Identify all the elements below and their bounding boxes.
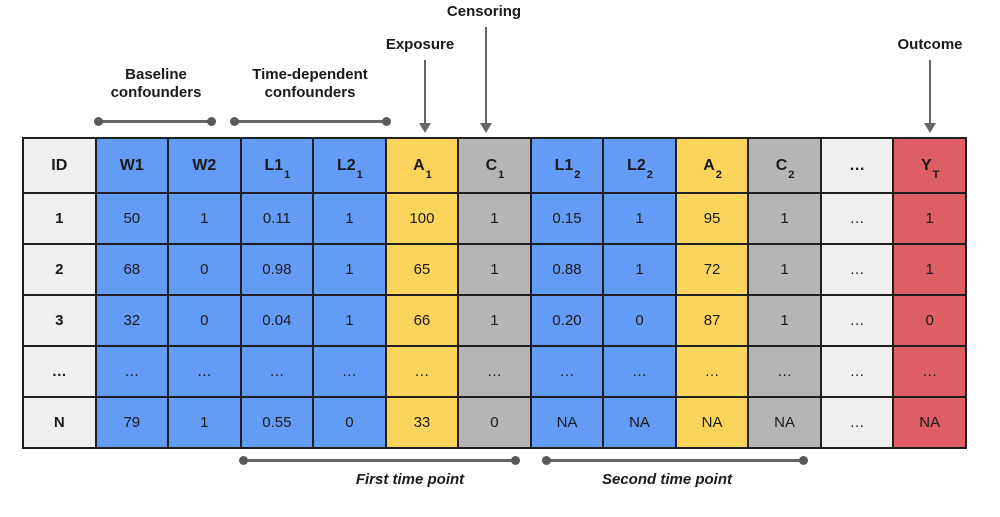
cell-w2-row1: 1 — [167, 192, 242, 245]
cell-w2-row2: 0 — [167, 243, 242, 296]
cell-w1-row3: 32 — [94, 294, 170, 347]
cell-c-1-row1: 1 — [457, 192, 532, 245]
cell-w1-row2: 68 — [94, 243, 170, 296]
cell-l1-2-row2: 0.88 — [529, 243, 605, 296]
cell-l2-2-row1: 1 — [602, 192, 677, 245]
cell-l1-1-row4: … — [239, 345, 315, 398]
cell-c-2-row2: 1 — [747, 243, 822, 296]
col-header-l1-2: L12 — [529, 137, 605, 194]
exposure-label: Exposure — [385, 36, 455, 53]
cell-a-2-row1: 95 — [674, 192, 750, 245]
cell-l2-1-row4: … — [312, 345, 387, 398]
first-time-point-bracket — [239, 456, 520, 465]
cell-c-1-row4: … — [457, 345, 532, 398]
cell-l2-1-row2: 1 — [312, 243, 387, 296]
cell-a-1-row4: … — [384, 345, 460, 398]
cell-l2-1-row3: 1 — [312, 294, 387, 347]
cell-w2-row4: … — [167, 345, 242, 398]
censoring-label: Censoring — [446, 3, 522, 20]
cell-a-2-row2: 72 — [674, 243, 750, 296]
col-header-a-2: A2 — [674, 137, 750, 194]
cell-a-1-row1: 100 — [384, 192, 460, 245]
baseline-confounders-label: Baseline confounders — [110, 66, 202, 101]
cell-a-2-row4: … — [674, 345, 750, 398]
cell-w2-row5: 1 — [167, 396, 242, 449]
cell-c-1-row5: 0 — [457, 396, 532, 449]
cell-y-t-row1: 1 — [892, 192, 967, 245]
cell-w1-row5: 79 — [94, 396, 170, 449]
cell-a-1-row2: 65 — [384, 243, 460, 296]
col-header-a-1: A1 — [384, 137, 460, 194]
baseline-confounders-bracket — [94, 117, 216, 126]
cell-l2-2-row3: 0 — [602, 294, 677, 347]
col-header-w1: W1 — [94, 137, 170, 194]
cell-y-t-row3: 0 — [892, 294, 967, 347]
col-header-l2-1: L21 — [312, 137, 387, 194]
col-header-w2: W2 — [167, 137, 242, 194]
cell-l1-2-row4: … — [529, 345, 605, 398]
col-header-c-2: C2 — [747, 137, 822, 194]
cell-c-2-row4: … — [747, 345, 822, 398]
cell-dots-row3: … — [819, 294, 895, 347]
cell-id-row4: … — [22, 345, 97, 398]
col-header-id: ID — [22, 137, 97, 194]
cell-w1-row1: 50 — [94, 192, 170, 245]
time-dependent-confounders-label: Time-dependent confounders — [252, 66, 368, 101]
cell-dots-row1: … — [819, 192, 895, 245]
cell-l1-1-row5: 0.55 — [239, 396, 315, 449]
outcome-label: Outcome — [897, 36, 963, 53]
cell-a-1-row3: 66 — [384, 294, 460, 347]
col-header-y-t: YT — [892, 137, 967, 194]
cell-c-2-row1: 1 — [747, 192, 822, 245]
exposure-arrow-icon — [419, 60, 431, 133]
first-time-point-label: First time point — [355, 471, 465, 488]
censoring-arrow-icon — [480, 27, 492, 133]
col-header-dots: … — [819, 137, 895, 194]
cell-l1-2-row1: 0.15 — [529, 192, 605, 245]
col-header-l1-1: L11 — [239, 137, 315, 194]
cell-y-t-row2: 1 — [892, 243, 967, 296]
cell-id-row5: N — [22, 396, 97, 449]
cell-id-row3: 3 — [22, 294, 97, 347]
cell-a-2-row3: 87 — [674, 294, 750, 347]
time-dependent-confounders-bracket — [230, 117, 391, 126]
cell-a-2-row5: NA — [674, 396, 750, 449]
cell-c-1-row3: 1 — [457, 294, 532, 347]
second-time-point-bracket — [542, 456, 808, 465]
cell-c-2-row5: NA — [747, 396, 822, 449]
cell-l1-1-row2: 0.98 — [239, 243, 315, 296]
outcome-arrow-icon — [924, 60, 936, 133]
cell-dots-row4: … — [819, 345, 895, 398]
cell-l1-1-row1: 0.11 — [239, 192, 315, 245]
cell-l2-2-row5: NA — [602, 396, 677, 449]
cell-w1-row4: … — [94, 345, 170, 398]
cell-c-1-row2: 1 — [457, 243, 532, 296]
cell-l1-1-row3: 0.04 — [239, 294, 315, 347]
cell-l2-2-row4: … — [602, 345, 677, 398]
cell-y-t-row5: NA — [892, 396, 967, 449]
cell-c-2-row3: 1 — [747, 294, 822, 347]
cell-y-t-row4: … — [892, 345, 967, 398]
cell-w2-row3: 0 — [167, 294, 242, 347]
cell-l2-1-row1: 1 — [312, 192, 387, 245]
cell-l1-2-row3: 0.20 — [529, 294, 605, 347]
cell-l2-2-row2: 1 — [602, 243, 677, 296]
table-row-4: ………………………………… — [22, 345, 967, 398]
cell-l1-2-row5: NA — [529, 396, 605, 449]
cell-dots-row2: … — [819, 243, 895, 296]
col-header-l2-2: L22 — [602, 137, 677, 194]
cell-dots-row5: … — [819, 396, 895, 449]
second-time-point-label: Second time point — [601, 471, 732, 488]
cell-id-row1: 1 — [22, 192, 97, 245]
col-header-c-1: C1 — [457, 137, 532, 194]
cell-l2-1-row5: 0 — [312, 396, 387, 449]
cell-id-row2: 2 — [22, 243, 97, 296]
cell-a-1-row5: 33 — [384, 396, 460, 449]
